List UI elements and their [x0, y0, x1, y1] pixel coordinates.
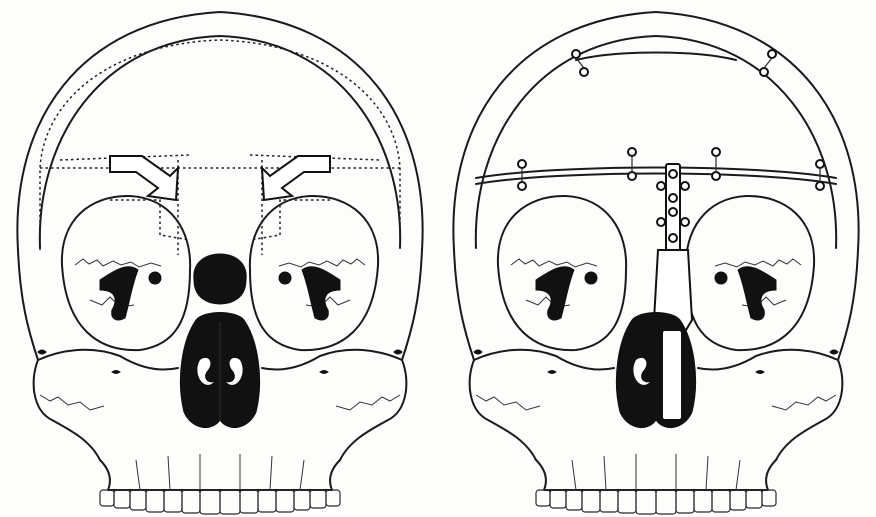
fixation-plate-mid-right [712, 148, 720, 180]
fixation-plate-crown-left [572, 50, 588, 76]
medial-shift-arrow-left [110, 156, 178, 200]
medial-shift-arrow-right [262, 156, 330, 200]
nasal-bone-outline [178, 160, 262, 255]
nasal-root-black [194, 254, 246, 304]
frontal-flap-lower-line [60, 155, 380, 160]
right-skull-panel [453, 12, 858, 514]
left-skull-panel [17, 12, 422, 514]
fixation-plate-mid-left [628, 148, 636, 180]
fixation-plate-lateral-left [518, 160, 526, 190]
nasal-aperture-right-panel [616, 313, 695, 428]
frontal-bone-flap-outline [40, 40, 400, 250]
fixation-plate-crown-right [760, 50, 776, 76]
